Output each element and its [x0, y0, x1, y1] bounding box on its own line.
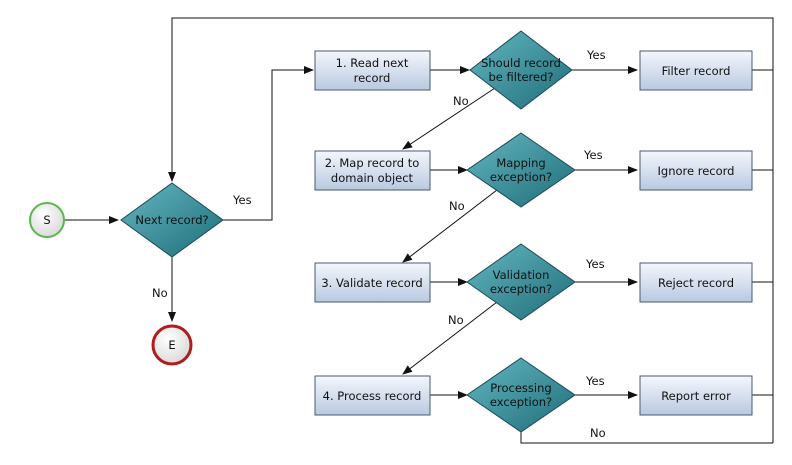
label-yes-main: Yes	[232, 193, 252, 207]
start-circle	[29, 202, 65, 238]
step-text-line2: domain object	[331, 171, 414, 185]
check-shape	[466, 132, 576, 208]
edge-validation-no	[402, 301, 498, 375]
check-processing-exception: Processing exception?	[466, 357, 576, 433]
label-yes-mapping: Yes	[583, 148, 603, 162]
check-should-filter: Should record be filtered?	[469, 30, 573, 110]
start-label: S	[43, 213, 50, 227]
outcome-text: Report error	[661, 389, 731, 403]
outcome-reject-record: Reject record	[639, 262, 753, 303]
step-text-line1: 4. Process record	[323, 389, 422, 403]
outcome-text: Ignore record	[658, 164, 735, 178]
check-mapping-exception: Mapping exception?	[466, 132, 576, 208]
outcome-text: Reject record	[658, 276, 734, 290]
step-box	[314, 150, 431, 191]
label-no-processing: No	[590, 426, 606, 440]
check-text-line1: Processing	[490, 381, 551, 395]
outcome-ignore-record: Ignore record	[639, 150, 753, 191]
edge-loop-back	[168, 17, 774, 182]
outcome-filter-record: Filter record	[639, 50, 753, 91]
step-process-record: 4. Process record	[314, 375, 431, 416]
edge-decision-yes-to-read	[222, 66, 314, 221]
label-no-main: No	[152, 286, 168, 300]
outcome-box	[639, 150, 753, 191]
outcome-report-error: Report error	[639, 375, 753, 416]
outcome-box	[639, 50, 753, 91]
check-text-line2: be filtered?	[488, 70, 553, 84]
step-map-record: 2. Map record to domain object	[314, 150, 431, 191]
label-yes-filter: Yes	[586, 48, 606, 62]
edge-processing-no	[520, 418, 773, 444]
check-text-line2: exception?	[490, 170, 552, 184]
start-node: S	[29, 202, 65, 238]
check-validation-exception: Validation exception?	[466, 243, 576, 321]
edge-filter-no	[402, 87, 496, 150]
check-shape	[469, 30, 573, 110]
check-shape	[466, 243, 576, 321]
outcome-box	[639, 262, 753, 303]
decision-next-record-shape	[120, 182, 224, 258]
step-text-line1: 3. Validate record	[321, 276, 422, 290]
check-text-line2: exception?	[490, 282, 552, 296]
step-box	[314, 50, 431, 91]
step-box	[314, 262, 431, 303]
label-no-validation: No	[448, 313, 464, 327]
check-text-line2: exception?	[490, 395, 552, 409]
check-text-line1: Mapping	[496, 156, 545, 170]
step-box	[314, 375, 431, 416]
decision-next-record: Next record?	[120, 182, 224, 258]
label-yes-validation: Yes	[585, 257, 605, 271]
step-text-line1: 2. Map record to	[325, 156, 420, 170]
step-read-next-record: 1. Read next record	[314, 50, 431, 91]
label-no-filter: No	[453, 94, 469, 108]
check-text-line1: Should record	[481, 56, 561, 70]
check-shape	[466, 357, 576, 433]
step-text-line2: record	[354, 71, 391, 85]
step-validate-record: 3. Validate record	[314, 262, 431, 303]
outcome-text: Filter record	[662, 64, 731, 78]
step-text-line1: 1. Read next	[336, 56, 409, 70]
check-text-line1: Validation	[493, 268, 550, 282]
edge-labels: Yes No Yes No Yes No Yes No Yes No	[152, 48, 606, 440]
decision-next-record-label: Next record?	[135, 213, 208, 227]
end-circle	[151, 324, 193, 366]
end-label: E	[168, 338, 175, 352]
label-no-mapping: No	[449, 199, 465, 213]
outcome-box	[639, 375, 753, 416]
end-node: E	[151, 324, 193, 366]
label-yes-processing: Yes	[585, 374, 605, 388]
edge-mapping-no	[402, 189, 498, 263]
